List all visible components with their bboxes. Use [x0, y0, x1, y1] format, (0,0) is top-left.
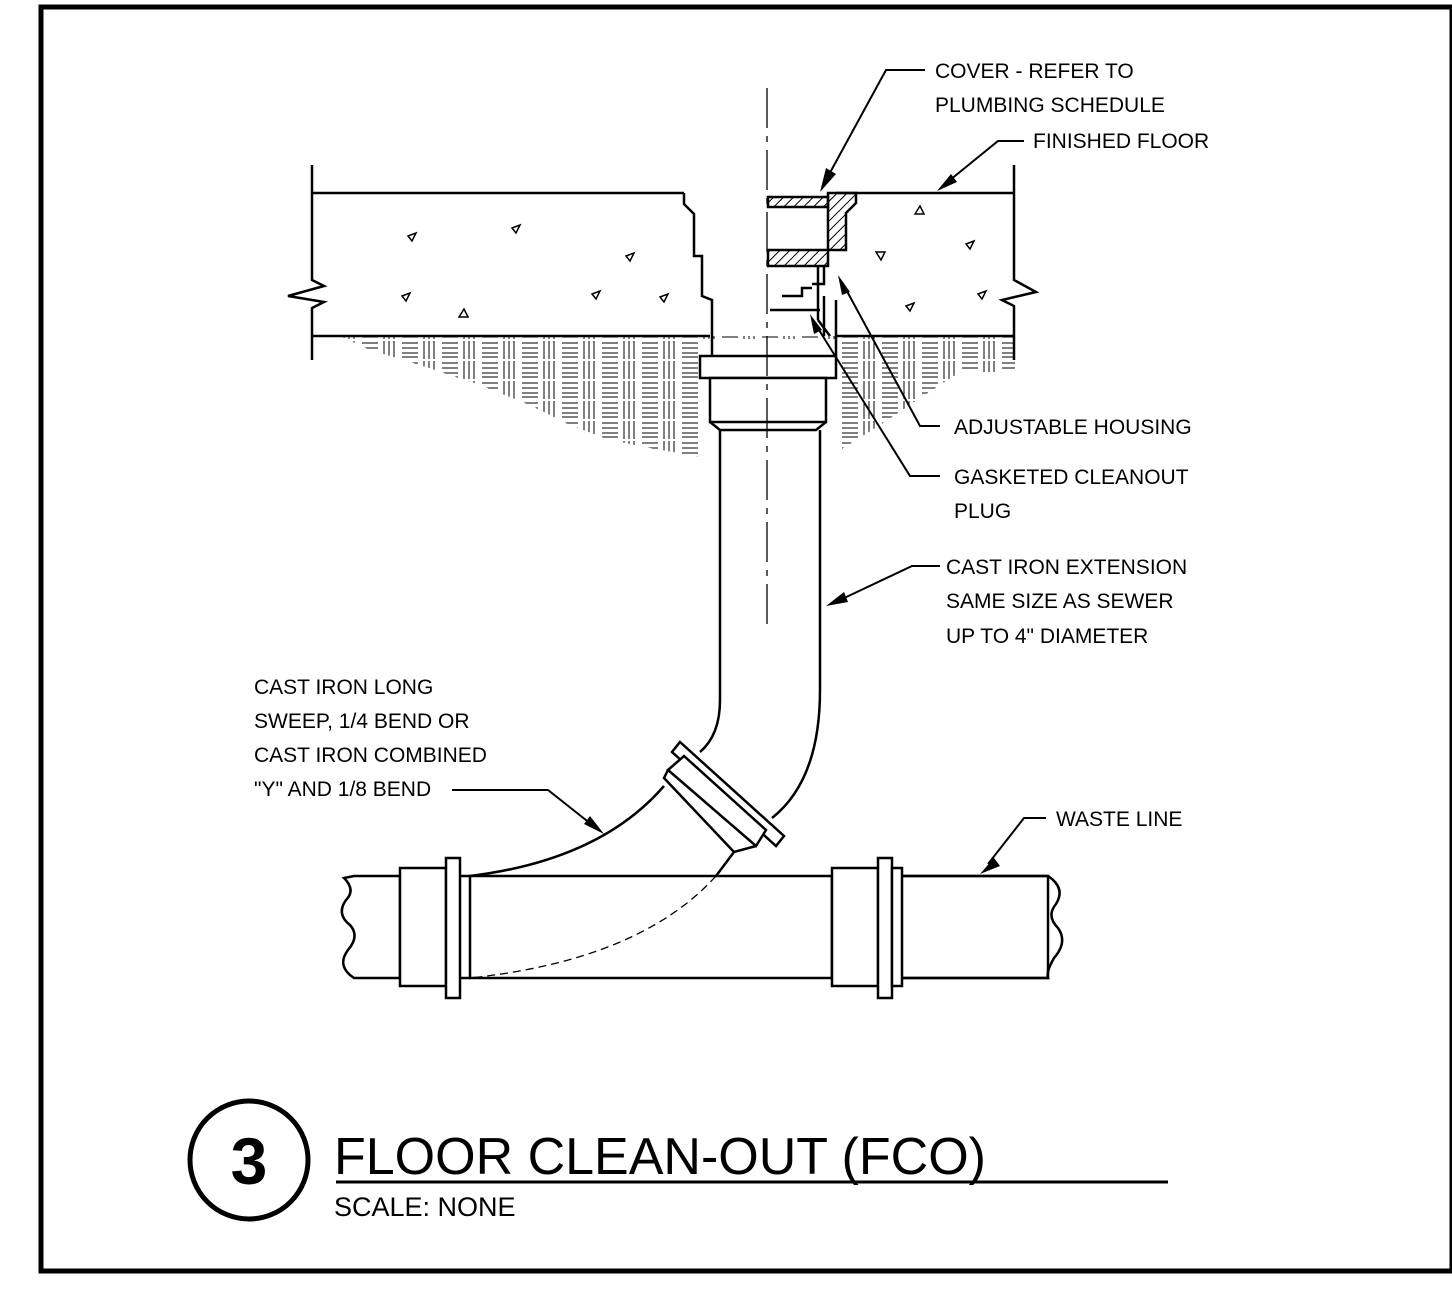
- leader-lines: [452, 69, 1046, 865]
- label-sweep-line1: CAST IRON LONG: [254, 676, 433, 699]
- slab-opening: [682, 193, 714, 356]
- sheet-border: [38, 4, 1452, 1274]
- label-cover-line1: COVER - REFER TO: [935, 60, 1134, 83]
- leader-arrowheads: [584, 168, 1000, 874]
- detail-title: FLOOR CLEAN-OUT (FCO): [334, 1128, 986, 1186]
- label-finished-floor: FINISHED FLOOR: [1033, 130, 1209, 153]
- detail-scale: SCALE: NONE: [334, 1192, 516, 1222]
- label-cover-line2: PLUMBING SCHEDULE: [935, 94, 1165, 117]
- label-plug-line1: GASKETED CLEANOUT: [954, 466, 1189, 489]
- cleanout-cover-assembly: [766, 191, 858, 356]
- long-sweep-bend: [469, 689, 822, 979]
- label-waste-line: WASTE LINE: [1056, 808, 1182, 831]
- label-extension-line3: UP TO 4" DIAMETER: [946, 625, 1148, 648]
- label-extension-line2: SAME SIZE AS SEWER: [946, 590, 1174, 613]
- concrete-slab: [287, 165, 1040, 360]
- concrete-aggregate: [400, 204, 988, 318]
- cast-iron-extension: [698, 354, 838, 700]
- label-sweep-line4: "Y" AND 1/8 BEND: [254, 778, 431, 801]
- waste-line-pipe: [340, 856, 1064, 1000]
- label-sweep-line3: CAST IRON COMBINED: [254, 744, 487, 767]
- label-sweep-line2: SWEEP, 1/4 BEND OR: [254, 710, 470, 733]
- label-plug-line2: PLUG: [954, 500, 1011, 523]
- soil-hatch: [340, 336, 1015, 462]
- label-extension-line1: CAST IRON EXTENSION: [946, 556, 1187, 579]
- label-adjustable-housing: ADJUSTABLE HOUSING: [954, 416, 1192, 439]
- detail-number: 3: [231, 1124, 268, 1198]
- detail-number-bubble: [187, 1098, 311, 1222]
